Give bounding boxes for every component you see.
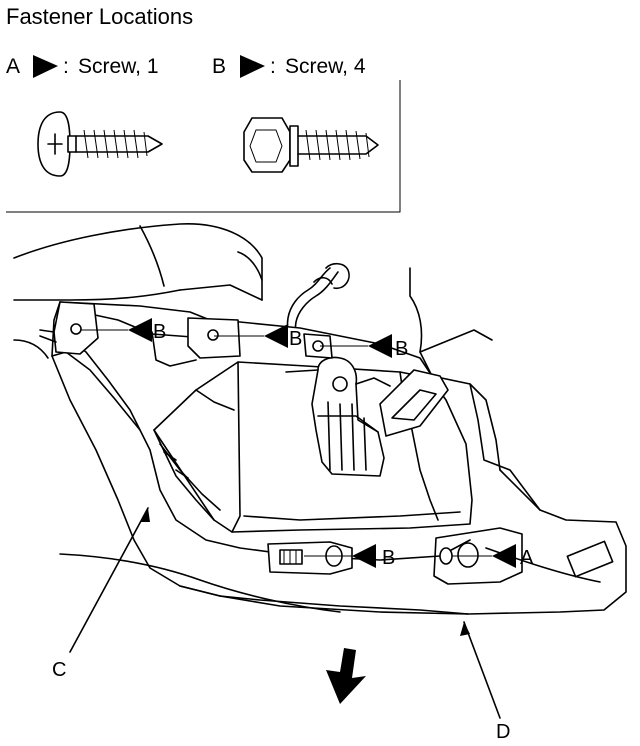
legend-a-letter: A — [6, 55, 20, 78]
callout-b4-label: B — [382, 547, 395, 569]
lower-screw-mounts — [267, 541, 479, 575]
phillips-pan-head-screw-icon — [37, 111, 163, 177]
callout-b2: B — [264, 324, 302, 350]
black-triangle-arrow-icon — [368, 334, 392, 358]
legend-b-separator: : — [270, 55, 276, 78]
callout-d-label: D — [496, 721, 510, 743]
legend-item-a: A : Screw, 1 — [6, 55, 159, 78]
upper-mounting-tabs — [39, 301, 333, 367]
callout-leaders — [69, 329, 501, 719]
callout-a1-label: A — [520, 547, 534, 569]
black-triangle-arrow-icon — [128, 318, 152, 342]
legend-item-b: B : Screw, 4 — [212, 55, 366, 78]
black-triangle-arrow-icon — [240, 55, 265, 78]
callout-b3-label: B — [395, 338, 408, 360]
hex-flange-head-screw-icon — [243, 117, 379, 173]
legend-a-separator: : — [63, 55, 69, 78]
callout-b1: B — [128, 318, 166, 343]
black-triangle-arrow-icon — [33, 55, 58, 78]
arrowhead-d — [460, 622, 470, 636]
diagram-title: Fastener Locations — [6, 4, 193, 29]
legend-a-text: Screw, 1 — [78, 55, 159, 78]
legend-frame — [6, 80, 401, 213]
dashboard-lower-contour — [59, 553, 341, 613]
callout-b4: B — [352, 544, 395, 569]
callout-c-label: C — [52, 659, 66, 681]
legend-b-letter: B — [212, 55, 226, 78]
callout-b1-label: B — [153, 321, 166, 343]
arrowhead-c — [140, 508, 150, 522]
black-triangle-arrow-icon — [264, 324, 288, 348]
callout-b2-label: B — [289, 328, 302, 350]
latch-bracket — [285, 356, 449, 477]
down-arrow-icon — [326, 648, 366, 704]
dashboard-background — [13, 223, 493, 377]
black-triangle-arrow-icon — [492, 544, 516, 568]
callout-a1: A — [492, 544, 534, 569]
callout-b3: B — [368, 334, 408, 360]
legend-b-text: Screw, 4 — [285, 55, 366, 78]
black-triangle-arrow-icon — [352, 544, 376, 568]
